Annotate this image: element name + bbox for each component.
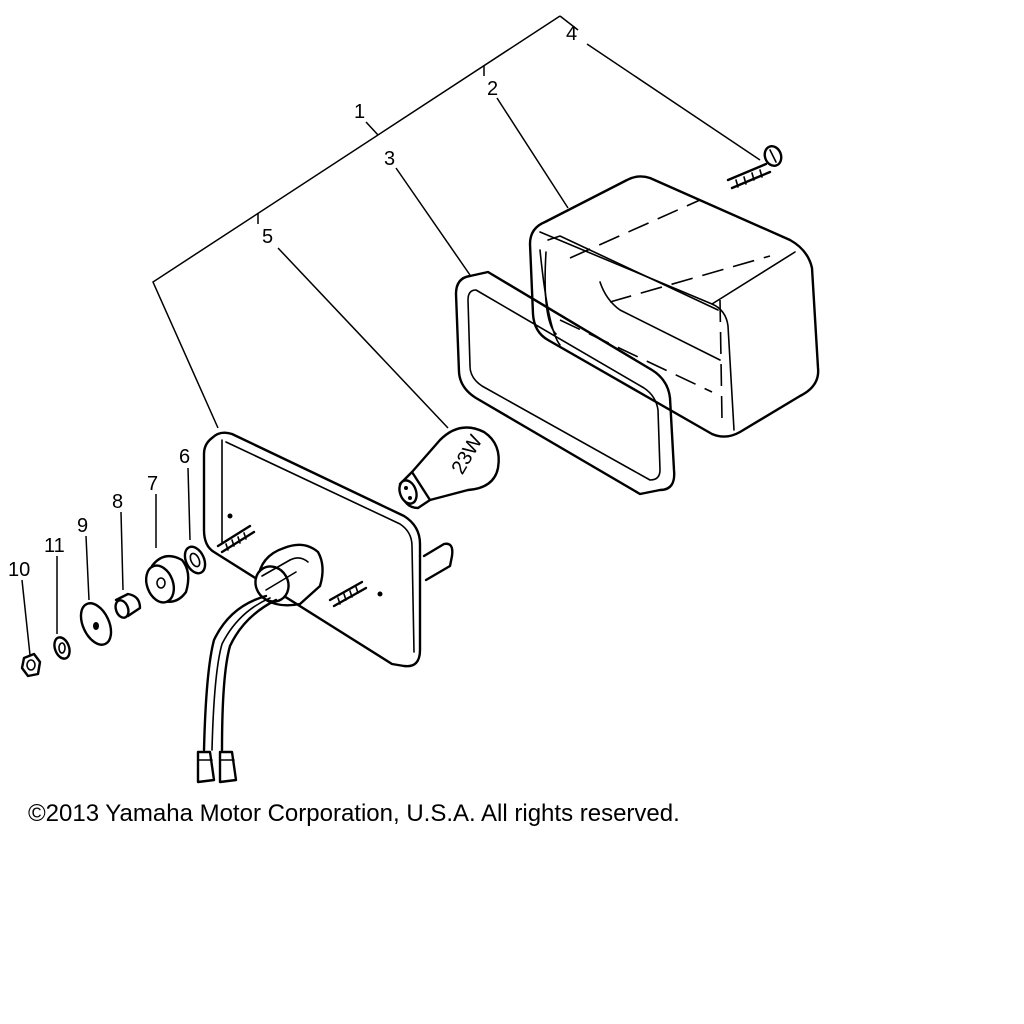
callout-7: 7 [147,473,158,495]
callout-numbers: 4 2 1 3 5 6 7 8 9 11 10 [8,23,577,581]
screw-part-4 [726,145,783,190]
lens-part-2 [528,175,820,438]
nut-part-10 [20,652,42,678]
callout-1: 1 [354,101,365,123]
callout-4: 4 [566,23,577,45]
lock-washer-part-11 [53,636,71,660]
washer-part-6 [183,545,207,575]
leader-lines [21,43,761,656]
gasket-part-3 [454,270,676,496]
callout-10: 10 [8,559,30,581]
callout-5: 5 [262,226,273,248]
callout-11: 11 [44,535,65,557]
collar-part-8 [114,592,142,619]
callout-9: 9 [77,515,88,537]
assembly-bracket [152,15,579,429]
copyright-notice: ©2013 Yamaha Motor Corporation, U.S.A. A… [28,800,680,827]
bulb-marking: 23W [447,431,487,478]
callout-6: 6 [179,446,190,468]
callout-2: 2 [487,78,498,100]
bulb-part-5: 23W [398,426,500,510]
grommet-part-7 [144,554,190,604]
callout-8: 8 [112,491,123,513]
washer-part-9 [79,602,113,646]
base-plate-part-1 [196,431,454,784]
callout-3: 3 [384,148,395,170]
